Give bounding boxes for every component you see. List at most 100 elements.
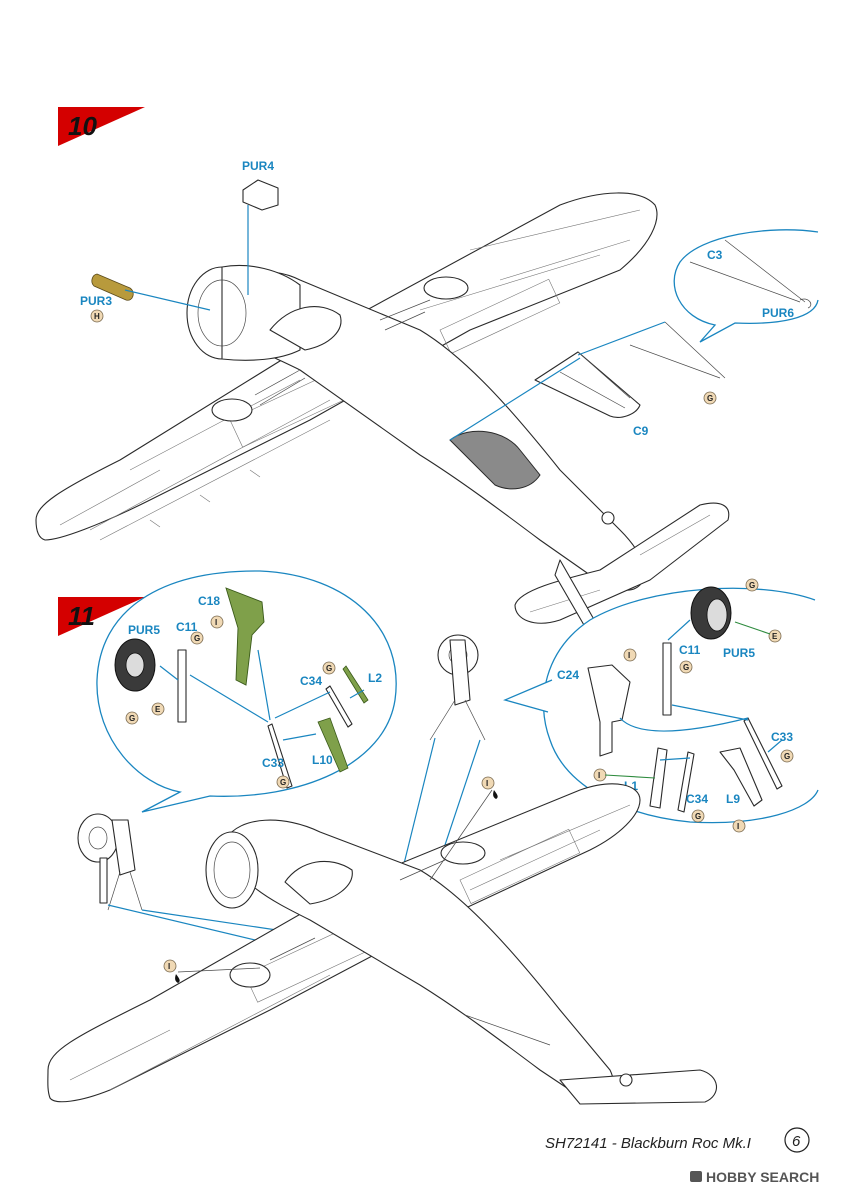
- label-c34-right: C34: [686, 792, 708, 806]
- gear-bay-11: [269, 859, 446, 961]
- wing-panel-lines-a: [59, 379, 331, 531]
- wheel-well-right: [423, 276, 469, 300]
- label-c34-left: C34: [300, 674, 322, 688]
- badge-fuselage-paint-circle: [481, 776, 495, 790]
- c11-right-strut: [662, 642, 672, 716]
- step-11-flag: [58, 597, 145, 636]
- label-c9: C9: [633, 424, 649, 438]
- bubble-c3-outline: [673, 229, 819, 343]
- c34-left-strut: [325, 685, 353, 728]
- badge-wheel-right-glue: [745, 578, 759, 592]
- tailplane-step-11: [559, 1069, 717, 1105]
- engine-11-inner: [213, 841, 251, 899]
- pur3-shape: [91, 273, 134, 301]
- label-pur5-left: PUR5: [128, 623, 160, 637]
- badge-c18-paint: [210, 615, 224, 629]
- bubble-right-tail: [503, 679, 553, 713]
- c9-panel: [534, 351, 641, 418]
- label-c18: C18: [198, 594, 220, 608]
- badge-c24-paint: [623, 648, 637, 662]
- c34-right-strut: [677, 751, 695, 813]
- label-pur6: PUR6: [762, 306, 794, 320]
- badge-c33-right-glue-text: G: [784, 752, 790, 761]
- badge-l9-paint: [732, 819, 746, 833]
- wing-trailing-edge: [99, 419, 331, 541]
- c9-strut: [629, 321, 726, 379]
- wheel-well-11-left: [229, 962, 271, 988]
- badge-c11-right-glue: [679, 660, 693, 674]
- label-l9: L9: [726, 792, 740, 806]
- gear-right-leg: [449, 639, 471, 706]
- l10-part: [317, 717, 349, 773]
- badge-c24-paint-text: I: [628, 651, 630, 660]
- wheel-well-left: [211, 398, 253, 422]
- bubble-left-outline: [96, 570, 397, 813]
- badge-wheel-left-glue: [125, 711, 139, 725]
- step-11-marker: 11: [58, 597, 145, 636]
- turret-opening: [449, 430, 541, 490]
- badge-pur3-glue-text: H: [94, 312, 100, 321]
- flap-11-b: [459, 828, 581, 904]
- gear-left-leg: [111, 819, 136, 876]
- badge-c11-left-glue: [190, 631, 204, 645]
- badge-wheel-right-paint: [768, 629, 782, 643]
- label-c33-right: C33: [771, 730, 793, 744]
- badge-c9-glue-text: G: [707, 394, 713, 403]
- badge-l1-paint-text: I: [598, 771, 600, 780]
- l1-part: [649, 747, 668, 809]
- badge-c33-left-glue: [276, 775, 290, 789]
- wheel-right-hub: [706, 598, 728, 632]
- badge-wheel-left-paint: [151, 702, 165, 716]
- badge-c33-right-glue: [780, 749, 794, 763]
- detail-bubble-right: PUR5 G E C24 I C11 G C33 G L1 I C34 G L9: [503, 578, 819, 833]
- assembled-gear-left: [77, 813, 319, 956]
- step-11-number: 11: [68, 601, 95, 631]
- badge-wheel-left-paint-text: E: [155, 705, 161, 714]
- label-pur3: PUR3: [80, 294, 112, 308]
- part-pur3: PUR3 H: [80, 273, 211, 323]
- badge-c33-left-glue-text: G: [280, 778, 286, 787]
- badge-pur3-glue: [90, 309, 104, 323]
- badge-c11-left-glue-text: G: [194, 634, 200, 643]
- aircraft-step-10: [35, 192, 730, 640]
- pur4-shape: [242, 179, 279, 211]
- label-pur5-right: PUR5: [723, 646, 755, 660]
- gear-bay-left: [254, 369, 306, 406]
- leader-l1-paint: [604, 774, 656, 779]
- leader-pur3: [124, 289, 211, 311]
- pur6-hook-detail: [799, 298, 812, 309]
- label-c11-left: C11: [176, 620, 198, 634]
- drop-icon-2: [175, 974, 180, 983]
- leader-fuselage-paint: [429, 789, 493, 881]
- drop-icon: [493, 790, 498, 799]
- step-10-marker: 10: [58, 107, 145, 146]
- watermark-icon: [690, 1171, 702, 1182]
- wing-11-panels: [69, 804, 631, 1091]
- gear-left-oleo: [99, 857, 108, 904]
- leader-wheel-right-paint: [734, 621, 771, 635]
- gear-left-struts: [107, 871, 143, 911]
- assembled-gear-right: [399, 634, 486, 891]
- gear-left-hub: [88, 826, 108, 850]
- l2-part: [342, 665, 369, 704]
- page-number-circle: [784, 1127, 810, 1153]
- label-l2: L2: [368, 671, 382, 685]
- badge-c18-paint-text: I: [215, 618, 217, 627]
- badge-c34-left-glue: [322, 661, 336, 675]
- detail-bubble-left: PUR5 G E C11 G C18 I C34 G L2 C33 G L10: [96, 570, 397, 813]
- aircraft-step-11: [47, 783, 717, 1105]
- wing-panel-lines-b: [419, 209, 641, 311]
- step-10-flag: [58, 107, 145, 146]
- tail-wheel-step-11: [619, 1073, 633, 1087]
- kit-code: SH72141 - Blackburn Roc Mk.I: [545, 1135, 751, 1152]
- leader-c9: [449, 321, 666, 441]
- label-c33-left: C33: [262, 756, 284, 770]
- wheel-well-11-right: [440, 841, 486, 865]
- leaders-left-bubble: [159, 649, 365, 741]
- label-c11-right: C11: [679, 643, 701, 657]
- leaders-right-bubble: [619, 619, 783, 761]
- engine-cowling-inner: [197, 279, 247, 347]
- c3-strut-detail: [689, 239, 806, 303]
- step-10-number: 10: [68, 111, 97, 141]
